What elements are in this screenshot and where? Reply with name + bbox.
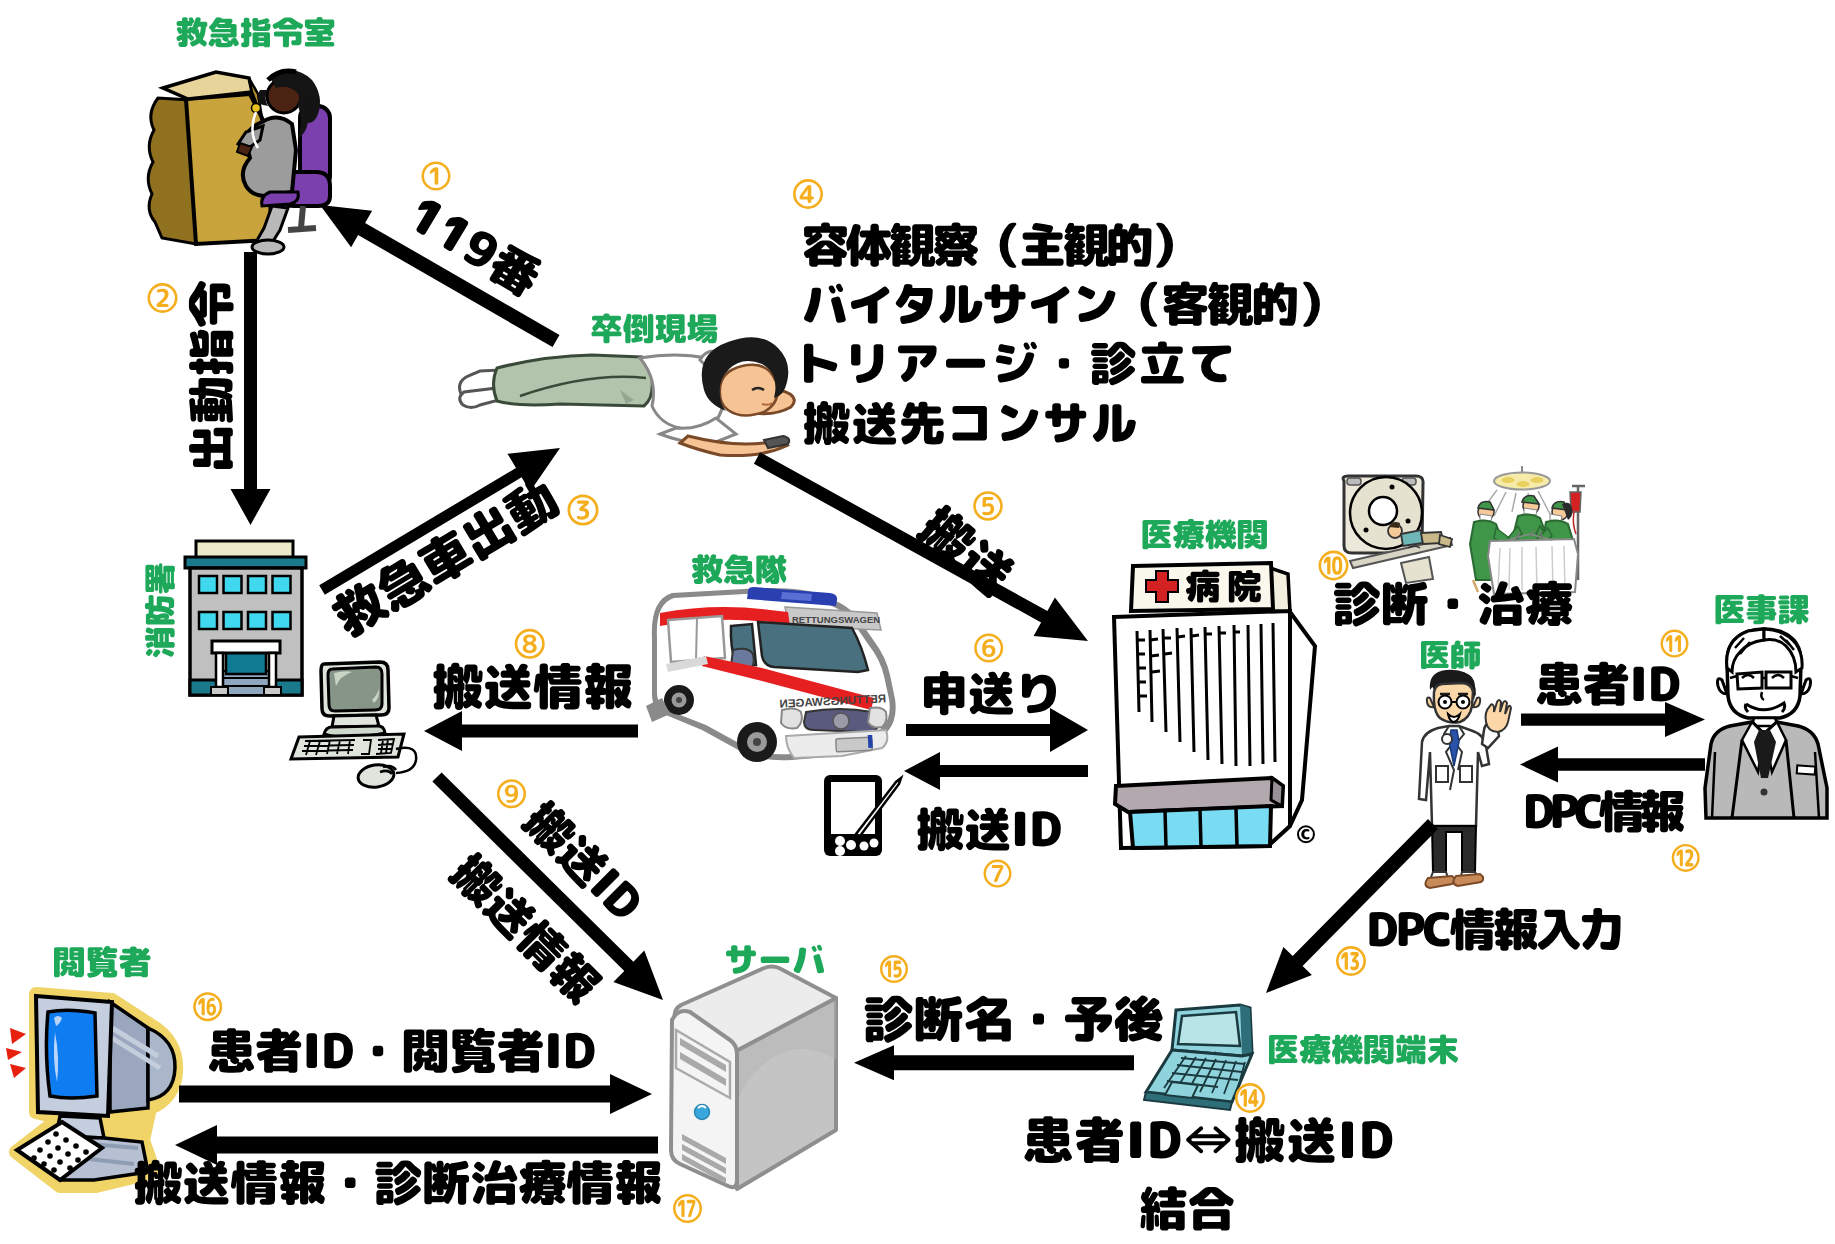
svg-text:RETTUNGSWAGEN: RETTUNGSWAGEN	[792, 614, 880, 625]
